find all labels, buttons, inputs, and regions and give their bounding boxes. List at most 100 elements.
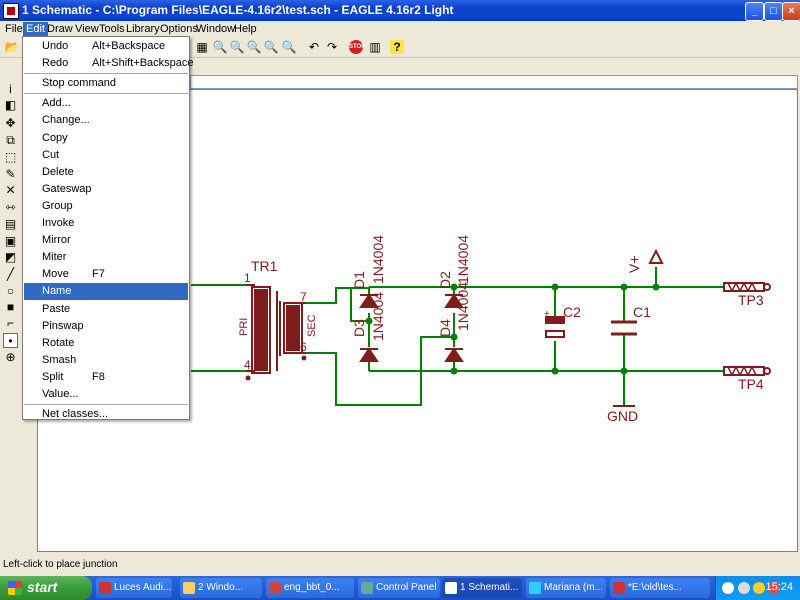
split-icon[interactable]: ⇿	[5, 200, 16, 214]
clock: 15:24	[765, 581, 793, 593]
delete-icon[interactable]: ✕	[5, 183, 16, 197]
zoom-out-icon[interactable]: 🔍	[246, 40, 262, 54]
menu-item-stop-command[interactable]: Stop command	[24, 75, 188, 92]
menu-tools[interactable]: Tools	[99, 23, 125, 35]
menu-item-invoke[interactable]: Invoke	[24, 215, 188, 232]
rect-icon[interactable]: ■	[6, 300, 15, 314]
menu-item-miter[interactable]: Miter	[24, 249, 188, 266]
open-icon[interactable]: 📂	[4, 40, 20, 54]
task-editor[interactable]: *E:\old\tes...	[610, 578, 710, 598]
label-tp4: TP4	[738, 376, 764, 392]
menu-item-group[interactable]: Group	[24, 198, 188, 215]
app-icon[interactable]	[3, 3, 19, 19]
label-d1-value: 1N4004	[370, 235, 386, 284]
part-labels: TR1 1 4 7 6 PRI SEC D1 1N4004 D2 1N4004 …	[238, 235, 764, 424]
copy-icon[interactable]: ⧉	[6, 133, 15, 147]
menu-separator	[24, 404, 188, 406]
start-button[interactable]: start	[0, 576, 92, 600]
zoom-fit-icon[interactable]: 🔍	[212, 40, 228, 54]
label-tr1: TR1	[251, 258, 278, 274]
left-tool-strip: i ◧ ✥ ⧉ ⬚ ✎ ✕ ⇿ ▤ ▣ ◩ ╱ ○ ■ ⌐ • ⊕	[0, 60, 22, 556]
change-icon[interactable]: ◩	[4, 250, 17, 264]
security-icon[interactable]	[768, 582, 780, 594]
task-windows-group[interactable]: 2 Windo...	[180, 578, 262, 598]
menu-item-shortcut: Alt+Shift+Backspace	[92, 57, 194, 70]
help-icon[interactable]: ?	[390, 40, 404, 54]
menu-item-copy[interactable]: Copy	[24, 130, 188, 147]
menu-separator	[24, 73, 188, 75]
grid-icon[interactable]: ▦	[196, 40, 208, 54]
go-icon[interactable]: ▥	[369, 40, 381, 54]
editor-icon	[613, 582, 625, 594]
line-icon[interactable]: ╱	[6, 267, 15, 281]
task-schematic[interactable]: 1 Schemati...	[442, 578, 522, 598]
menu-item-smash[interactable]: Smash	[24, 352, 188, 369]
menu-edit[interactable]: Edit	[23, 22, 48, 36]
menu-item-value[interactable]: Value...	[24, 386, 188, 403]
volume-icon[interactable]	[738, 582, 750, 594]
menu-window[interactable]: Window	[196, 23, 236, 35]
close-button[interactable]: ×	[782, 2, 800, 21]
task-control-panel[interactable]: Control Panel	[358, 578, 440, 598]
task-mariana[interactable]: Mariana (m...	[526, 578, 606, 598]
menu-item-redo[interactable]: Redo Alt+Shift+Backspace	[24, 55, 194, 72]
menu-item-label: Delete	[42, 165, 74, 178]
menu-item-label: Undo	[42, 40, 69, 52]
menu-library[interactable]: Library	[126, 23, 160, 35]
menu-item-name[interactable]: Name	[24, 283, 188, 301]
menu-file[interactable]: File	[5, 23, 23, 35]
maximize-button[interactable]: □	[764, 2, 783, 21]
menu-view[interactable]: View	[75, 23, 99, 35]
menu-item-gateswap[interactable]: Gateswap	[24, 181, 188, 198]
menu-item-label: Mirror	[42, 234, 71, 247]
menu-help[interactable]: Help	[234, 23, 257, 35]
menu-item-paste[interactable]: Paste	[24, 301, 188, 318]
minimize-button[interactable]: _	[745, 2, 764, 21]
status-bar: Left-click to place junction	[0, 556, 800, 576]
wire-icon[interactable]: ✎	[5, 167, 16, 181]
task-luces-audio[interactable]: Luces Audi...	[96, 578, 172, 598]
menu-item-add[interactable]: Add...	[24, 95, 188, 112]
layers-icon[interactable]: ◧	[4, 98, 17, 112]
stop-icon[interactable]: STOP	[349, 40, 365, 54]
erc-icon[interactable]: ⊕	[5, 350, 16, 364]
label-gnd: GND	[607, 408, 638, 424]
menu-item-label: Value...	[42, 388, 79, 400]
schematic-drawing: TR1 1 4 7 6 PRI SEC D1 1N4004 D2 1N4004 …	[191, 235, 771, 424]
menu-item-cut[interactable]: Cut	[24, 147, 188, 164]
redo-icon[interactable]: ↷	[326, 40, 338, 54]
redraw-icon[interactable]: 🔍	[263, 40, 279, 54]
circle-icon[interactable]: ○	[6, 284, 15, 298]
undo-icon[interactable]: ↶	[308, 40, 320, 54]
menu-item-pinswap[interactable]: Pinswap	[24, 318, 188, 335]
tray-arrow-icon[interactable]	[722, 582, 734, 594]
zoom-area-icon[interactable]: 🔍	[281, 40, 297, 54]
menu-item-undo[interactable]: Undo Alt+Backspace	[24, 38, 188, 55]
move-icon[interactable]: ✥	[5, 116, 16, 130]
net-icon[interactable]: ⌐	[6, 316, 14, 330]
messenger-tray-icon[interactable]	[753, 582, 765, 594]
menu-item-delete[interactable]: Delete	[24, 164, 188, 181]
zoom-in-icon[interactable]: 🔍	[229, 40, 245, 54]
menu-item-rotate[interactable]: Rotate	[24, 335, 188, 352]
label-d2: D2	[437, 271, 453, 289]
menu-item-net-classes[interactable]: Net classes...	[24, 406, 188, 423]
command-input[interactable]	[190, 75, 798, 89]
name-icon[interactable]: ▤	[4, 217, 17, 231]
menu-item-change[interactable]: Change...	[24, 112, 188, 129]
menu-item-label: Net classes...	[42, 408, 109, 421]
task-eng-bbt[interactable]: eng_bbt_0...	[266, 578, 354, 598]
menu-item-label: Redo	[42, 57, 69, 70]
menu-options[interactable]: Options	[160, 23, 198, 35]
label-pin4: 4	[244, 358, 251, 372]
info-icon[interactable]: i	[9, 82, 12, 96]
junction-icon[interactable]: •	[3, 333, 18, 348]
value-icon[interactable]: ▣	[4, 234, 17, 248]
group-icon[interactable]: ⬚	[4, 150, 17, 164]
menu-draw[interactable]: Draw	[47, 23, 73, 35]
menu-item-shortcut: Alt+Backspace	[92, 40, 166, 52]
menu-item-mirror[interactable]: Mirror	[24, 232, 188, 249]
nets	[191, 267, 724, 406]
